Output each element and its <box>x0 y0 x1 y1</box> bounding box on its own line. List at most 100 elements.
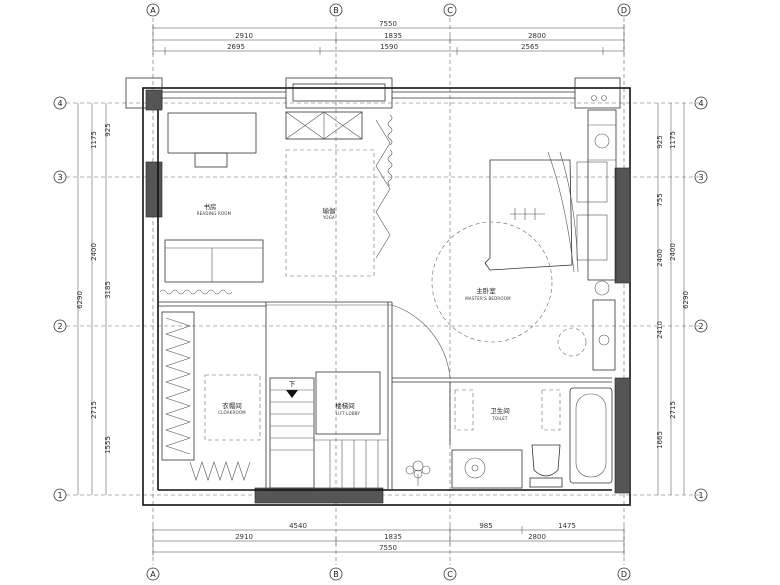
stairwell: 下 楼梯间 LIFT LOBBY <box>269 371 388 489</box>
dim-left-outer-a: 1175 <box>90 131 98 149</box>
dim-left-outer-b: 2400 <box>90 243 98 261</box>
dim-right-total: 6290 <box>682 291 690 309</box>
cloak-rack <box>161 311 195 461</box>
pillow-top <box>576 161 608 203</box>
room-label-master-cn: 主卧室 <box>476 286 496 295</box>
toilet-room: 卫生间 TOILET <box>405 299 616 489</box>
yoga-mat <box>285 149 375 277</box>
plant-icon <box>405 460 431 486</box>
dim-left-inner-c: 1555 <box>104 436 112 454</box>
shoe-rack <box>189 461 251 481</box>
axis-label-4-right: 4 <box>698 99 703 108</box>
dim-right-inner-e: 1665 <box>656 431 664 449</box>
desk-chair <box>194 152 228 168</box>
toilet-bowl <box>531 444 561 477</box>
toilet-mirror-right <box>541 389 561 431</box>
room-label-master-en: MASTER'S BEDROOM <box>465 296 511 301</box>
pillow-bottom <box>576 214 608 261</box>
stair-down-mark: 下 <box>289 380 296 388</box>
room-label-lift-cn: 楼梯间 <box>335 401 355 410</box>
dim-top-r2-c: 2565 <box>521 43 539 51</box>
dim-right-outer-a: 1175 <box>669 131 677 149</box>
radiator <box>159 289 233 295</box>
axis-label-3-right: 3 <box>698 173 703 182</box>
room-label-toilet-en: TOILET <box>491 416 508 421</box>
cloakroom: 衣帽间 CLOAKROOM <box>161 311 261 481</box>
axis-label-d-bottom: D <box>621 570 627 579</box>
dim-bot-r1-a: 4540 <box>289 522 307 530</box>
exterior-walls <box>125 77 631 506</box>
axis-label-2-left: 2 <box>57 322 62 331</box>
wardrobe <box>587 109 617 281</box>
axis-label-1-right: 1 <box>698 491 703 500</box>
dim-left-total: 6290 <box>76 291 84 309</box>
axis-label-b-bottom: B <box>333 570 339 579</box>
toilet-mirror-left <box>454 389 474 431</box>
axis-label-c-bottom: C <box>447 570 453 579</box>
dim-bot-r2-b: 1835 <box>384 533 402 541</box>
dim-right-inner-c: 2400 <box>656 249 664 267</box>
axis-label-d-top: D <box>621 6 627 15</box>
dim-right-inner-d: 2410 <box>656 321 664 339</box>
stair-arrow-icon <box>286 390 298 398</box>
lift-box <box>315 371 381 435</box>
cloak-island <box>204 374 261 441</box>
bathtub <box>569 387 613 484</box>
room-label-reading-en: READING ROOM <box>197 211 232 216</box>
room-label-lift-en: LIFT LOBBY <box>336 411 361 416</box>
axis-label-2-right: 2 <box>698 322 703 331</box>
axis-label-c-top: C <box>447 6 453 15</box>
dim-bot-r1-b: 985 <box>479 522 492 530</box>
axis-bubbles-top: A B C D <box>146 3 631 17</box>
dim-right-inner-a: 925 <box>656 135 664 148</box>
interior-walls <box>158 301 612 490</box>
axis-label-a-bottom: A <box>150 570 156 579</box>
dim-bot-r1-c: 1475 <box>558 522 576 530</box>
sofa <box>164 239 264 283</box>
dim-top-total: 7550 <box>379 20 397 28</box>
vanity <box>451 449 523 489</box>
reading-room: 书房 READING ROOM <box>159 112 264 295</box>
dim-top-r2-b: 1590 <box>380 43 398 51</box>
bottom-dimensions: 4540 985 1475 2910 1835 2800 7550 <box>152 522 625 556</box>
sink <box>464 457 486 479</box>
rug <box>431 221 553 343</box>
right-dimensions: 925 755 2400 2410 1665 1175 2400 2715 62… <box>656 103 690 495</box>
dim-right-outer-c: 2715 <box>669 401 677 419</box>
dim-right-inner-b: 755 <box>656 193 664 206</box>
top-dimensions: 7550 2910 1835 2800 2695 1590 2565 <box>152 20 625 55</box>
folding-door <box>375 119 391 259</box>
room-label-cloak-en: CLOAKROOM <box>218 410 246 415</box>
dim-bot-r2-a: 2910 <box>235 533 253 541</box>
dim-right-outer-b: 2400 <box>669 243 677 261</box>
dim-top-r2-a: 2695 <box>227 43 245 51</box>
dim-top-r1-a: 2910 <box>235 32 253 40</box>
axis-label-a-top: A <box>150 6 156 15</box>
axis-label-3-left: 3 <box>57 173 62 182</box>
dim-top-r1-b: 1835 <box>384 32 402 40</box>
bed <box>484 159 573 271</box>
room-label-toilet-cn: 卫生间 <box>490 406 510 415</box>
axis-bubbles-bottom: A B C D <box>146 567 631 581</box>
wardrobe-knob <box>594 133 610 149</box>
dim-left-inner-a: 925 <box>104 123 112 136</box>
dim-left-inner-b: 3185 <box>104 281 112 299</box>
dim-top-r1-c: 2800 <box>528 32 546 40</box>
axis-label-4-left: 4 <box>57 99 62 108</box>
dim-bot-total: 7550 <box>379 544 397 552</box>
room-label-reading-cn: 书房 <box>204 202 217 211</box>
axis-label-1-left: 1 <box>57 491 62 500</box>
axis-label-b-top: B <box>333 6 339 15</box>
room-label-yoga-en: YOGA <box>322 215 335 220</box>
room-label-cloak-cn: 衣帽间 <box>222 401 242 410</box>
yoga-room: 瑜伽 YOGA <box>285 111 393 277</box>
dim-bot-r2-c: 2800 <box>528 533 546 541</box>
master-bedroom: 主卧室 MASTER'S BEDROOM <box>431 109 617 357</box>
desk <box>167 112 257 154</box>
dim-left-outer-c: 2715 <box>90 401 98 419</box>
left-dimensions: 6290 1175 2400 2715 925 3185 1555 <box>76 103 112 495</box>
room-label-yoga-cn: 瑜伽 <box>323 206 336 215</box>
axis-bubbles-left: 4 3 2 1 <box>53 96 67 502</box>
axis-bubbles-right: 4 3 2 1 <box>694 96 708 502</box>
